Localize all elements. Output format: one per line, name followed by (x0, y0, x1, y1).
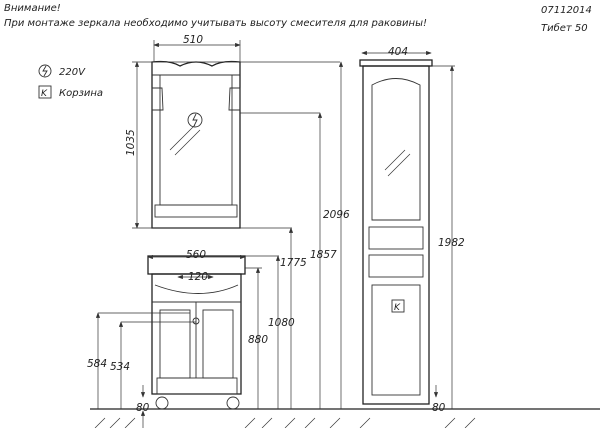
legend-basket: K Корзина (38, 85, 103, 99)
legend-socket: 220V (38, 64, 86, 78)
dim-mirror-height: 1035 (125, 129, 137, 156)
legend-label-220v: 220V (59, 67, 86, 78)
dim-cabinet-width: 560 (186, 249, 206, 261)
dim-leg-height: 80 (136, 402, 150, 414)
vanity-cabinet (147, 255, 246, 410)
dim-socket-height: 1857 (310, 249, 337, 261)
dim-cabinet-top: 1080 (268, 317, 295, 329)
basket-marker: K (394, 303, 401, 313)
warning-text: При монтаже зеркала необходимо учитывать… (4, 17, 427, 29)
basket-symbol: K (41, 89, 48, 99)
tall-column: K (359, 59, 433, 405)
dim-tap-spacing: 120 (188, 271, 208, 283)
dim-mirror-width: 510 (183, 34, 203, 46)
product-code: 07112014 (541, 5, 592, 16)
dim-column-height: 1982 (438, 237, 465, 249)
dim-total-height: 2096 (323, 209, 350, 221)
socket-icon (38, 64, 52, 78)
dim-mirror-bottom: 1775 (280, 257, 307, 269)
basket-icon (38, 85, 52, 99)
dim-column-width: 404 (388, 46, 408, 58)
legend-label-basket: Корзина (59, 88, 103, 99)
warning-title: Внимание! (4, 3, 61, 14)
floor (90, 408, 600, 428)
basket-icon (391, 299, 405, 313)
dimension-lines (95, 40, 455, 428)
dim-pipe-low: 534 (110, 361, 130, 373)
dim-sink-height: 880 (248, 334, 268, 346)
mirror (151, 60, 241, 229)
dim-pipe-high: 584 (87, 358, 107, 370)
model-name: Тибет 50 (541, 22, 588, 34)
dim-column-leg: 80 (432, 402, 446, 414)
socket-icon (187, 112, 203, 128)
